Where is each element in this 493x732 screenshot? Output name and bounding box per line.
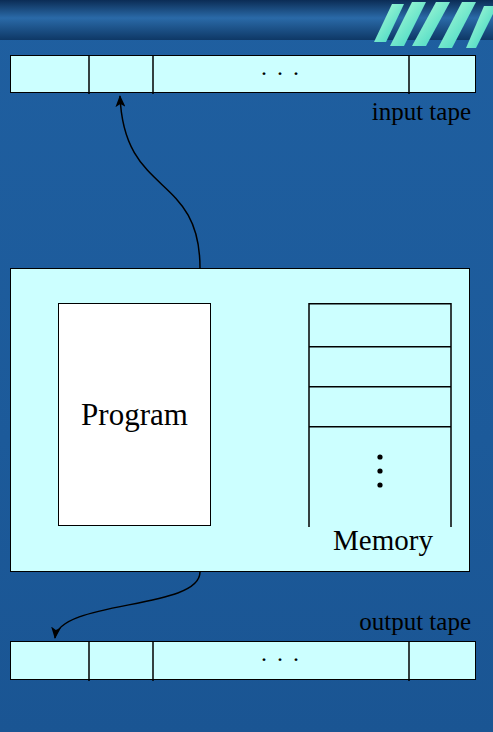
program-box: Program	[58, 303, 211, 526]
program-label: Program	[81, 397, 188, 433]
machine-box: ProgramMemory	[10, 268, 470, 572]
tape-cells	[11, 56, 477, 94]
memory-cells	[289, 303, 453, 561]
tape-box: . . .input tape	[10, 55, 476, 93]
tape-ellipsis: . . .	[261, 640, 301, 667]
curved-arrow	[55, 572, 200, 638]
logo	[374, 2, 493, 48]
memory-label: Memory	[333, 524, 433, 557]
curved-arrow	[120, 96, 200, 268]
tape-label: output tape	[359, 608, 471, 636]
memory-stack: Memory	[289, 303, 453, 561]
tape-cells	[11, 642, 477, 681]
tape-ellipsis: . . .	[261, 54, 301, 81]
tape-box: . . .output tape	[10, 641, 476, 680]
tape-label: input tape	[372, 98, 471, 126]
